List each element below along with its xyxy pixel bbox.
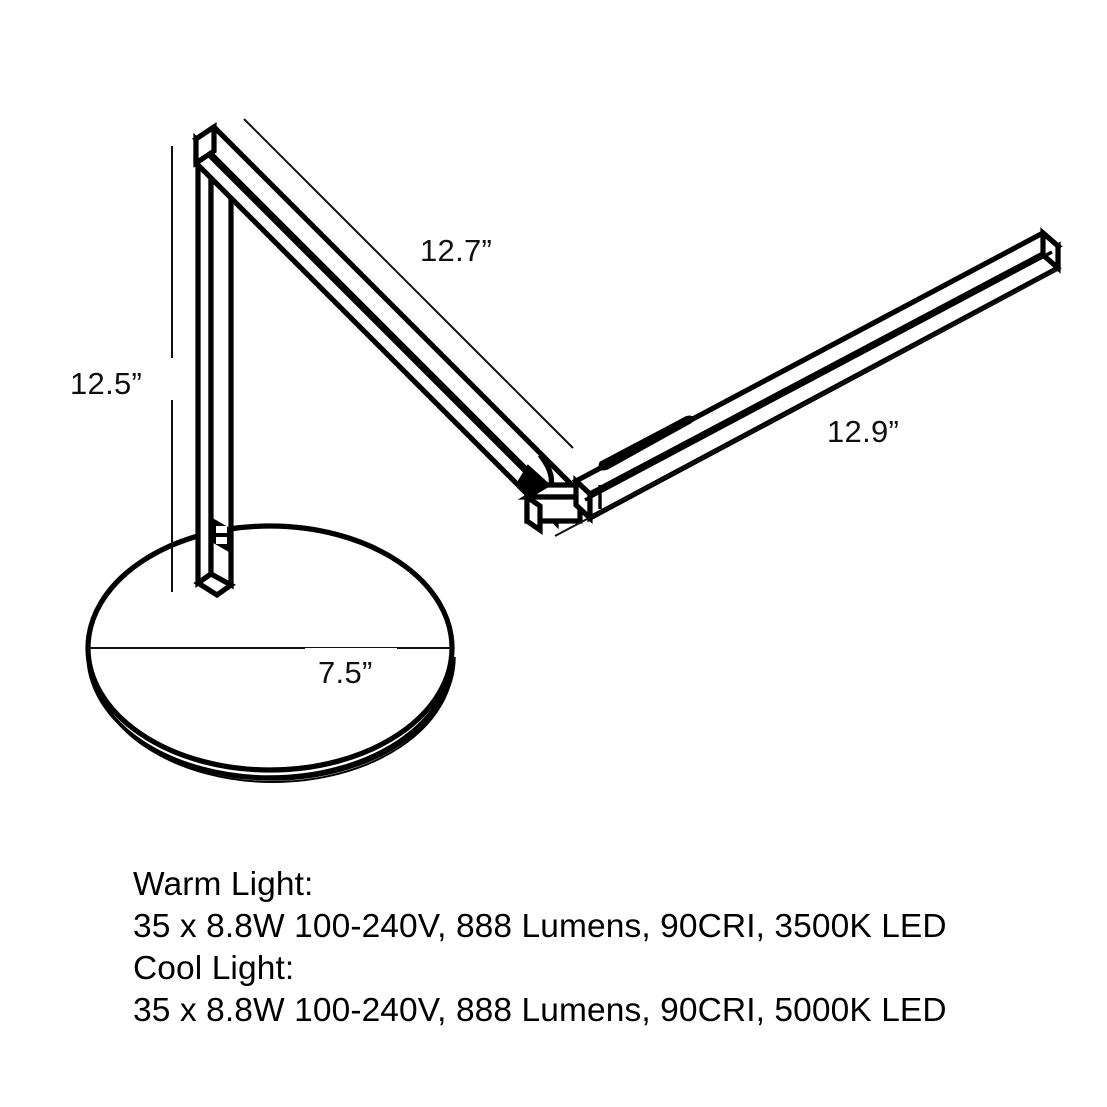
warm-light-detail: 35 x 8.8W 100-240V, 888 Lumens, 90CRI, 3… — [133, 908, 947, 945]
post-right-face — [208, 136, 234, 590]
vertical-post — [193, 136, 236, 599]
lower-arm-dimension-line — [554, 267, 1062, 537]
dimension-base-diameter: 7.5” — [88, 647, 452, 690]
upper-arm-top-face — [191, 123, 579, 503]
base-joint-notch-lower — [216, 537, 227, 544]
circular-base-disc — [85, 523, 456, 783]
base-diameter-label-backdrop — [305, 648, 397, 690]
post-bottom-cap — [193, 570, 236, 599]
height-label-backdrop — [62, 358, 174, 400]
cool-light-detail: 35 x 8.8W 100-240V, 888 Lumens, 90CRI, 5… — [133, 992, 947, 1029]
dimension-lower-arm: 12.9” — [554, 267, 1062, 537]
upper-arm-label-backdrop — [412, 224, 508, 266]
upper-arm-dimension-line — [243, 118, 574, 449]
dimension-height: 12.5” — [62, 146, 174, 592]
horizontal-head-arm — [571, 227, 1063, 524]
upper-arm-seam-line — [203, 150, 565, 512]
upper-arm-end-cap — [193, 122, 217, 168]
base-joint-notch-upper — [216, 526, 227, 533]
height-label: 12.5” — [70, 366, 142, 401]
elbow-side-cap — [524, 492, 543, 535]
led-slot-inner-line — [611, 420, 685, 460]
led-light-slot — [598, 415, 694, 471]
diagonal-upper-arm — [191, 122, 579, 530]
warm-light-heading: Warm Light: — [133, 866, 313, 903]
base-pivot-joint — [210, 517, 233, 554]
cool-light-heading: Cool Light: — [133, 950, 294, 987]
upper-arm-label: 12.7” — [420, 233, 492, 268]
base-thickness-arc-inner — [92, 661, 454, 783]
head-arm-top-face — [571, 229, 1063, 498]
dimension-upper-arm: 12.7” — [243, 118, 574, 449]
led-slot-outline — [598, 415, 694, 471]
base-diameter-label: 7.5” — [318, 655, 373, 690]
lower-arm-label: 12.9” — [827, 414, 899, 449]
head-arm-right-cap — [1040, 227, 1061, 274]
lower-arm-label-backdrop — [820, 405, 916, 447]
elbow-shadow-wedge — [517, 464, 550, 499]
head-arm-seam-line — [584, 250, 1053, 502]
specification-text-block: Warm Light: 35 x 8.8W 100-240V, 888 Lume… — [133, 866, 947, 1029]
